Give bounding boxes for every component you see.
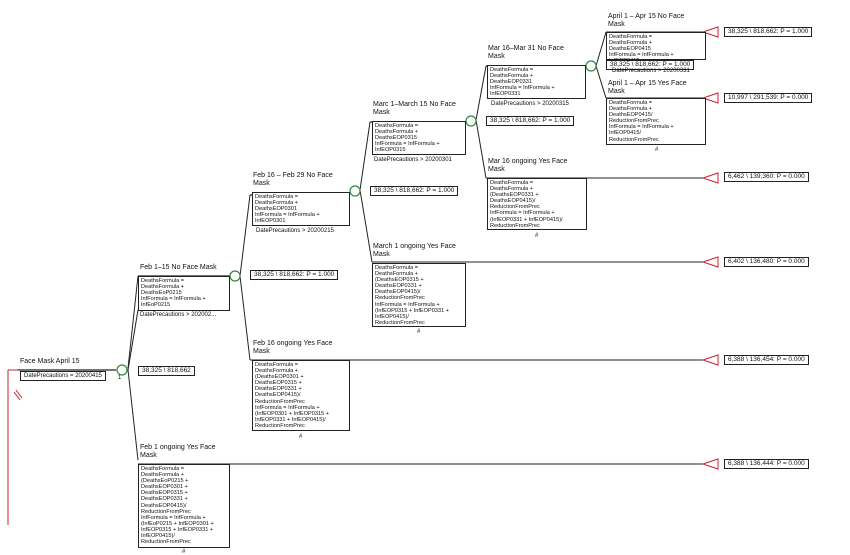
feb1-value: 38,325 \ 818,662: P = 1.000 xyxy=(250,270,339,280)
payoff-6: 6,388 \ 136,444: P = 0.000 xyxy=(724,459,809,469)
apr1yes-title: April 1 – Apr 15 Yes Face Mask xyxy=(608,80,687,95)
payoff-4: 6,402 \ 136,480: P = 0.000 xyxy=(724,257,809,267)
feb1-title: Feb 1–15 No Face Mask xyxy=(140,264,217,271)
feb1-formula: DeathsFormula = DeathsFormula + DeathsEo… xyxy=(138,276,230,311)
payoff-1: 38,325 \ 818,662: P = 1.000 xyxy=(724,27,813,37)
mar16-formula: DeathsFormula = DeathsFormula + DeathsEO… xyxy=(487,65,586,99)
payoff-5: 6,388 \ 136,454: P = 0.000 xyxy=(724,355,809,365)
terminal-node-5 xyxy=(701,354,719,366)
terminal-node-3 xyxy=(701,172,719,184)
payoff-2: 10,997 \ 291,539: P = 0.000 xyxy=(724,93,813,103)
mar16yes-formula: DeathsFormula = DeathsFormula + (DeathsE… xyxy=(487,178,587,230)
terminal-node-2 xyxy=(701,92,719,104)
mar16yes-hash: # xyxy=(535,233,539,239)
root-title: Face Mask April 15 xyxy=(20,358,80,365)
feb1yes-hash: # xyxy=(182,549,186,555)
mar16yes-title: Mar 16 ongoing Yes Face Mask xyxy=(488,158,568,173)
feb16yes-formula: DeathsFormula = DeathsFormula + (DeathsE… xyxy=(252,360,350,431)
feb16-title: Feb 16 – Feb 29 No Face Mask xyxy=(253,172,333,187)
mar16-title: Mar 16–Mar 31 No Face Mask xyxy=(488,45,564,60)
marc1-condition: DatePrecautions > 20200301 xyxy=(374,157,452,163)
mar16-value: 38,325 \ 818,662: P = 1.000 xyxy=(606,60,695,70)
chance-node-1 xyxy=(116,364,128,376)
terminal-node-6 xyxy=(701,458,719,470)
feb16-formula: DeathsFormula = DeathsFormula + DeathsEO… xyxy=(252,192,350,226)
chance-node-2 xyxy=(229,270,241,282)
marc1-title: Marc 1–March 15 No Face Mask xyxy=(373,101,456,116)
chance-node-5 xyxy=(585,60,597,72)
mar16-condition: DatePrecautions > 20200315 xyxy=(491,101,569,107)
apr1yes-hash: # xyxy=(655,147,659,153)
payoff-3: 6,462 \ 139,360: P = 0.000 xyxy=(724,172,809,182)
mar1yes-formula: DeathsFormula = DeathsFormula + (DeathsE… xyxy=(372,263,466,327)
feb16yes-hash: # xyxy=(299,434,303,440)
root-value: 38,325 \ 818,662 xyxy=(138,366,195,376)
apr1no-title: April 1 – Apr 15 No Face Mask xyxy=(608,13,685,28)
terminal-node-1 xyxy=(701,26,719,38)
chance-node-4 xyxy=(465,115,477,127)
feb16-value: 38,325 \ 818,662: P = 1.000 xyxy=(370,186,459,196)
apr1no-condition: DatePrecautions > 20200331 xyxy=(612,68,690,74)
marc1-formula: DeathsFormula = DeathsFormula + DeathsEO… xyxy=(372,121,466,155)
apr1yes-formula: DeathsFormula = DeathsFormula + DeathsEO… xyxy=(606,98,706,145)
root-condition: DatePrecautions = 20200415 xyxy=(20,371,106,381)
terminal-node-4 xyxy=(701,256,719,268)
feb16-condition: DatePrecautions > 20200215 xyxy=(256,228,334,234)
feb1yes-formula: DeathsFormula = DeathsFormula + (DeathsE… xyxy=(138,464,230,548)
marc1-value: 38,325 \ 818,662: P = 1.000 xyxy=(486,116,575,126)
apr1no-formula: DeathsFormula = DeathsFormula + DeathsEO… xyxy=(606,32,706,60)
feb16yes-title: Feb 16 ongoing Yes Face Mask xyxy=(253,340,333,355)
mar1yes-hash: # xyxy=(417,329,421,335)
node1-branch-index: 1 xyxy=(118,375,122,381)
chance-node-3 xyxy=(349,185,361,197)
mar1yes-title: March 1 ongoing Yes Face Mask xyxy=(373,243,456,258)
feb1yes-title: Feb 1 ongoing Yes Face Mask xyxy=(140,444,216,459)
feb1-condition: DatePrecautions > 202002... xyxy=(140,312,217,318)
